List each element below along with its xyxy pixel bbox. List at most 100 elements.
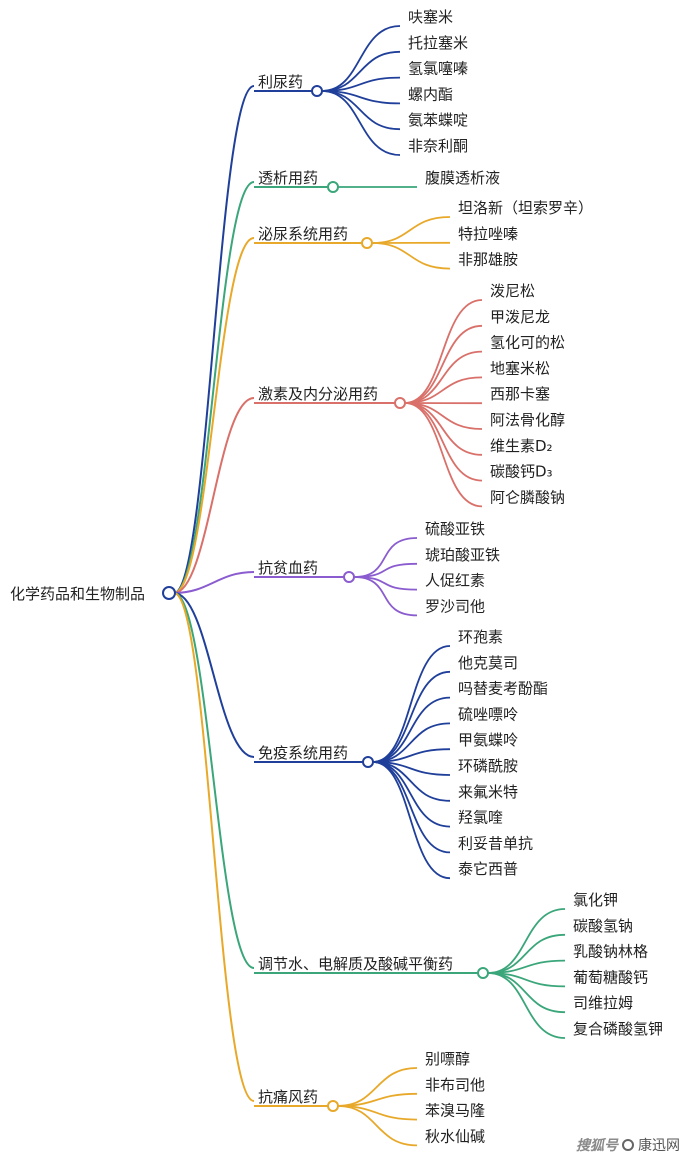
child-label: 特拉唑嗪 bbox=[458, 225, 518, 243]
child-label: 他克莫司 bbox=[458, 654, 518, 672]
watermark-ring-icon bbox=[622, 1139, 634, 1151]
category-label: 抗痛风药 bbox=[258, 1088, 318, 1106]
child-connector bbox=[372, 645, 451, 763]
child-connector bbox=[404, 350, 483, 404]
child-label: 非那雄胺 bbox=[458, 251, 518, 269]
child-label: 氢化可的松 bbox=[490, 334, 565, 352]
category-node-icon bbox=[362, 756, 374, 768]
child-label: 甲泼尼龙 bbox=[490, 308, 550, 326]
child-connector bbox=[321, 50, 401, 92]
child-label: 碳酸钙D₃ bbox=[490, 463, 553, 481]
child-label: 硫唑嘌呤 bbox=[458, 705, 518, 723]
child-connector bbox=[487, 972, 566, 1039]
category-node-icon bbox=[477, 967, 489, 979]
child-label: 阿法骨化醇 bbox=[490, 411, 565, 429]
child-label: 坦洛新（坦索罗辛） bbox=[458, 199, 593, 217]
connectors bbox=[173, 25, 566, 1147]
child-connector bbox=[487, 908, 566, 974]
category-label: 透析用药 bbox=[258, 169, 318, 187]
child-label: 西那卡塞 bbox=[490, 385, 550, 403]
category-node-icon bbox=[327, 181, 339, 193]
child-connector bbox=[372, 670, 451, 763]
child-connector bbox=[404, 402, 483, 508]
root-node-icon bbox=[162, 586, 176, 600]
child-label: 别嘌醇 bbox=[425, 1050, 470, 1068]
category-node-icon bbox=[327, 1100, 339, 1112]
child-label: 环孢素 bbox=[458, 628, 503, 646]
child-label: 秋水仙碱 bbox=[425, 1127, 485, 1145]
child-label: 泼尼松 bbox=[490, 282, 535, 300]
category-node-icon bbox=[311, 85, 323, 97]
child-connector bbox=[372, 722, 451, 763]
child-connector bbox=[404, 324, 483, 404]
child-connector bbox=[337, 1067, 418, 1107]
child-label: 利妥昔单抗 bbox=[458, 834, 533, 852]
category-node-icon bbox=[394, 397, 406, 409]
child-label: 氯化钾 bbox=[573, 891, 618, 909]
category-label: 激素及内分泌用药 bbox=[258, 385, 378, 403]
child-label: 司维拉姆 bbox=[573, 994, 633, 1012]
child-label: 维生素D₂ bbox=[490, 437, 553, 455]
child-label: 腹膜透析液 bbox=[425, 169, 500, 187]
watermark: 搜狐号 康迅网 bbox=[576, 1135, 680, 1155]
root-label: 化学药品和生物制品 bbox=[10, 585, 145, 603]
child-label: 氨苯蝶啶 bbox=[408, 111, 468, 129]
child-label: 非布司他 bbox=[425, 1076, 485, 1094]
child-connector bbox=[353, 562, 418, 578]
child-connector bbox=[404, 299, 483, 404]
child-label: 环磷酰胺 bbox=[458, 757, 518, 775]
child-connector bbox=[321, 25, 401, 92]
child-connector bbox=[353, 537, 418, 578]
root-connector bbox=[173, 237, 255, 594]
root-connector bbox=[173, 181, 255, 594]
category-label: 泌尿系统用药 bbox=[258, 225, 348, 243]
child-connector bbox=[487, 933, 566, 974]
child-label: 乳酸钠林格 bbox=[573, 943, 648, 961]
child-label: 托拉塞米 bbox=[408, 34, 468, 52]
child-label: 葡萄糖酸钙 bbox=[573, 968, 648, 986]
watermark-left-text: 搜狐号 bbox=[576, 1138, 618, 1154]
root-connector bbox=[173, 85, 255, 594]
child-label: 吗替麦考酚酯 bbox=[458, 680, 548, 698]
child-connector bbox=[372, 761, 451, 880]
root-connector bbox=[173, 571, 255, 594]
category-label: 抗贫血药 bbox=[258, 559, 318, 577]
child-label: 硫酸亚铁 bbox=[425, 520, 485, 538]
child-connector bbox=[371, 216, 451, 244]
child-label: 呋塞米 bbox=[408, 8, 453, 26]
child-label: 羟氯喹 bbox=[458, 809, 503, 827]
root-connector bbox=[173, 592, 255, 969]
child-label: 阿仑膦酸钠 bbox=[490, 488, 565, 506]
child-label: 复合磷酸氢钾 bbox=[573, 1020, 663, 1038]
category-label: 利尿药 bbox=[258, 73, 303, 91]
child-label: 甲氨蝶呤 bbox=[458, 731, 518, 749]
category-label: 免疫系统用药 bbox=[258, 744, 348, 762]
child-connector bbox=[371, 242, 451, 270]
child-label: 苯溴马隆 bbox=[425, 1102, 485, 1120]
child-connector bbox=[337, 1105, 418, 1147]
child-label: 非奈利酮 bbox=[408, 137, 468, 155]
category-label: 调节水、电解质及酸碱平衡药 bbox=[258, 955, 453, 973]
child-label: 来氟米特 bbox=[458, 783, 518, 801]
child-label: 人促红素 bbox=[425, 572, 485, 590]
category-node-icon bbox=[361, 237, 373, 249]
root-connector bbox=[173, 397, 255, 594]
category-node-icon bbox=[343, 571, 355, 583]
child-label: 碳酸氢钠 bbox=[573, 917, 633, 935]
watermark-right-text: 康迅网 bbox=[638, 1138, 680, 1154]
child-label: 螺内酯 bbox=[408, 85, 453, 103]
child-label: 氢氯噻嗪 bbox=[408, 60, 468, 78]
root-connector bbox=[173, 592, 255, 1102]
child-connector bbox=[353, 576, 418, 617]
child-connector bbox=[372, 761, 451, 854]
child-connector bbox=[372, 696, 451, 763]
root-connector bbox=[173, 592, 255, 758]
child-label: 罗沙司他 bbox=[425, 597, 485, 615]
child-connector bbox=[404, 402, 483, 482]
child-label: 琥珀酸亚铁 bbox=[425, 546, 500, 564]
child-connector bbox=[321, 90, 401, 156]
child-connector bbox=[372, 761, 451, 828]
child-connector bbox=[353, 576, 418, 591]
